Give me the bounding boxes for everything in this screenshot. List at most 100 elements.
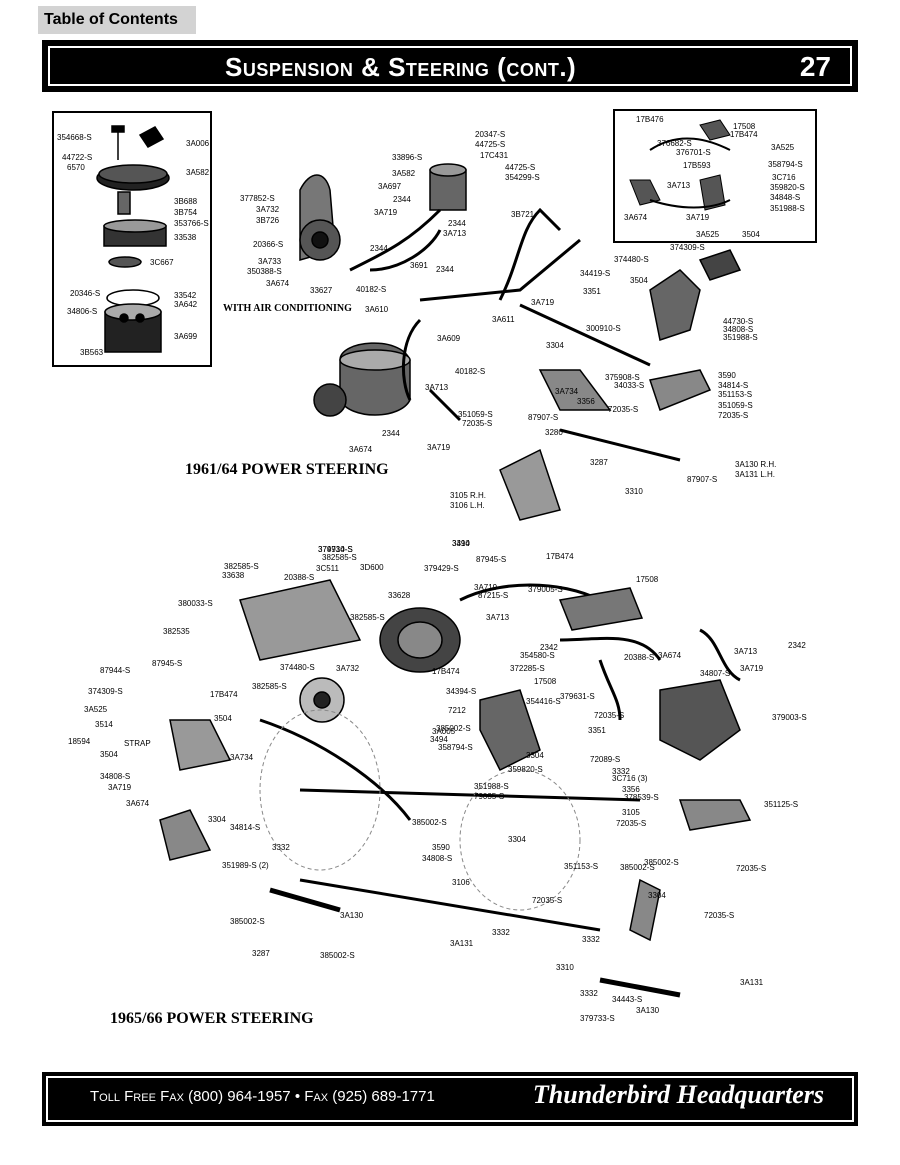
page-number: 27 — [799, 51, 831, 82]
callout: 351153-S — [718, 390, 752, 399]
callout: 3B563 — [80, 348, 104, 357]
valve-inset-drawing — [629, 119, 731, 211]
callout: 6570 — [67, 163, 85, 172]
callout: 3A733 — [258, 257, 282, 266]
callout: 2344 — [436, 265, 454, 274]
callout: 3A005 — [432, 727, 456, 736]
callout: 3287 — [252, 949, 270, 958]
callout: 3B726 — [256, 216, 280, 225]
callout: 34808-S — [723, 325, 753, 334]
callout: STRAP — [124, 739, 151, 748]
callout: 3A719 — [686, 213, 710, 222]
callout: 87945-S — [476, 555, 506, 564]
callout: 34806-S — [67, 307, 97, 316]
callout: 3351 — [583, 287, 601, 296]
callout: 300910-S — [586, 324, 621, 333]
callout: 20346-S — [70, 289, 100, 298]
callout: 3304 — [208, 815, 226, 824]
callout: 44730-S — [723, 317, 753, 326]
callout: 3304 — [526, 751, 544, 760]
callout: 3A609 — [437, 334, 461, 343]
callout: 3332 — [612, 767, 630, 776]
callout: 375908-S — [605, 373, 640, 382]
callout: 3332 — [582, 935, 600, 944]
callout: 20388-S — [624, 653, 654, 662]
callout: 2344 — [448, 219, 466, 228]
callout: 3106 L.H. — [450, 501, 485, 510]
callout: 3A719 — [474, 583, 498, 592]
callout: 3504 — [630, 276, 648, 285]
callout: 3287 — [590, 458, 608, 467]
callout: 33627 — [310, 286, 333, 295]
callout: 72035-S — [736, 864, 766, 873]
callout: 385002-S — [412, 818, 447, 827]
callout: 374480-S — [280, 663, 315, 672]
callout: 3A697 — [378, 182, 402, 191]
callout: 379005-S — [528, 585, 563, 594]
callout: 351059-S — [718, 401, 753, 410]
callout: 33638 — [222, 571, 245, 580]
callout: 72035-S — [704, 911, 734, 920]
callout: 3332 — [272, 843, 290, 852]
callout: 3A732 — [336, 664, 360, 673]
callout: 3494 — [452, 539, 470, 548]
callout: 2342 — [788, 641, 806, 650]
callout: 44725-S — [475, 140, 505, 149]
callout: 382585-S — [224, 562, 259, 571]
callout: 358794-S — [768, 160, 803, 169]
callout: 40182-S — [455, 367, 485, 376]
callout: 3B754 — [174, 208, 198, 217]
callout: 20366-S — [253, 240, 283, 249]
callout: 351988-S — [770, 204, 805, 213]
callout: 3A131 L.H. — [735, 470, 775, 479]
callout: 7212 — [448, 706, 466, 715]
callout: 34808-S — [422, 854, 452, 863]
callout: 385002-S — [320, 951, 355, 960]
page-footer: Toll Free Fax (800) 964-1957 • Fax (925)… — [42, 1072, 858, 1126]
callout: 17C431 — [480, 151, 509, 160]
valve-inset-callouts: 17B476 17508 376682-S 17B474 3A525 37670… — [624, 115, 805, 239]
callout: 3304 — [508, 835, 526, 844]
table-of-contents-button[interactable]: Table of Contents — [38, 6, 196, 34]
callout: 379429-S — [424, 564, 459, 573]
callout: 17B474 — [546, 552, 574, 561]
callout: 3351 — [588, 726, 606, 735]
callout: 3504 — [214, 714, 232, 723]
callout: 3C511 — [316, 564, 340, 573]
callout: 79035-S — [474, 792, 504, 801]
callout: 382585-S — [252, 682, 287, 691]
steering-1961-callouts: 3B721 374480-S 3A525 374309-S 34419-S 35… — [450, 210, 776, 510]
callout: 3A525 — [771, 143, 795, 152]
callout: 3A131 — [450, 939, 474, 948]
callout: 34419-S — [580, 269, 610, 278]
steering-linkage-1965 — [159, 587, 752, 998]
callout: 3105 — [622, 808, 640, 817]
callout: 3494 — [430, 735, 448, 744]
callout: 385002-S — [620, 863, 655, 872]
callout: 385002-S — [644, 858, 679, 867]
callout: 34443-S — [612, 995, 642, 1004]
callout: 3A582 — [392, 169, 416, 178]
callout: 379003-S — [772, 713, 807, 722]
callout: 17B474 — [210, 690, 238, 699]
callout: 3304 — [648, 891, 666, 900]
callout: 87907-S — [528, 413, 558, 422]
callout: 379631-S — [560, 692, 595, 701]
callout: 380033-S — [178, 599, 213, 608]
callout: 34814-S — [230, 823, 260, 832]
callout: 72035-S — [594, 711, 624, 720]
caption-1961-64: 1961/64 POWER STEERING — [185, 461, 389, 478]
caption-1965-66: 1965/66 POWER STEERING — [110, 1010, 314, 1027]
callout: 3A525 — [696, 230, 720, 239]
callout: 72035-S — [532, 896, 562, 905]
callout: 17508 — [733, 122, 756, 131]
callout: 44722-S — [62, 153, 92, 162]
page-title: Suspension & Steering (cont.) — [225, 52, 577, 82]
callout: 382585-S — [350, 613, 385, 622]
callout: 3A719 — [108, 783, 132, 792]
callout: 3356 — [577, 397, 595, 406]
callout: 354416-S — [526, 697, 561, 706]
callout: 2344 — [382, 429, 400, 438]
callout: 72035-S — [616, 819, 646, 828]
callout: 3310 — [452, 539, 470, 548]
